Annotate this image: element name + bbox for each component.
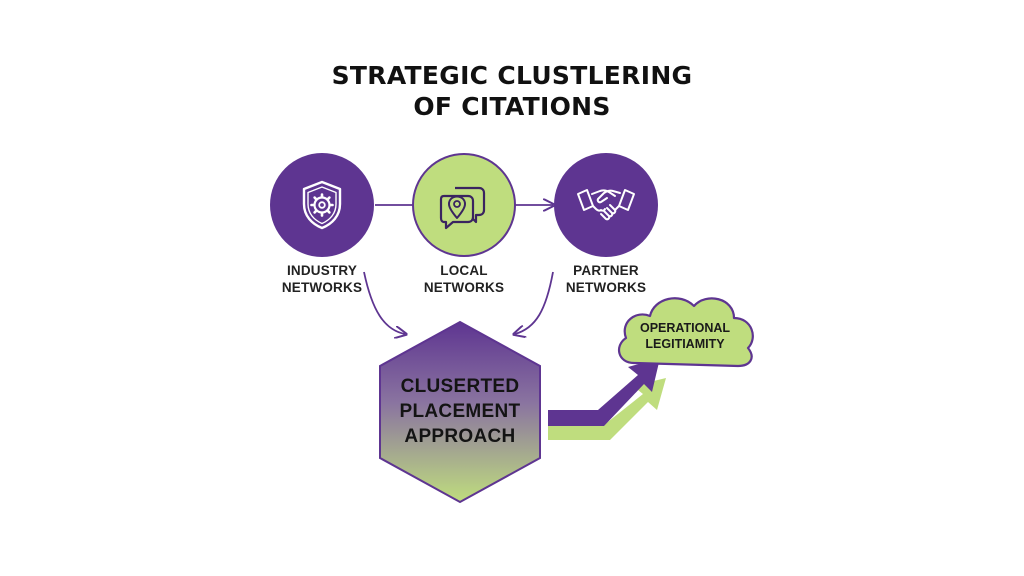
center-approach-text: CLUSERTED PLACEMENT APPROACH: [378, 374, 542, 449]
handshake-icon: [577, 189, 635, 221]
chat-location-icon: [439, 186, 486, 230]
center-line-2: PLACEMENT: [399, 401, 521, 422]
curved-arrow-partner-to-hex: [515, 271, 554, 334]
node-partner-networks: [554, 153, 658, 257]
shield-gear-icon: [302, 180, 342, 230]
center-line-3: APPROACH: [404, 426, 516, 447]
outcome-line-1: OPERATIONAL: [639, 321, 731, 335]
outcome-text: OPERATIONAL LEGITIAMITY: [622, 320, 748, 352]
center-hexagon: [379, 320, 541, 504]
curved-arrow-industry-to-hex: [363, 271, 405, 334]
label-partner-line-2: NETWORKS: [565, 280, 647, 295]
label-local-networks: LOCAL NETWORKS: [394, 262, 534, 296]
label-local-line-1: LOCAL: [440, 263, 488, 278]
label-partner-networks: PARTNER NETWORKS: [536, 262, 676, 296]
label-industry-line-1: INDUSTRY: [286, 263, 358, 278]
label-partner-line-1: PARTNER: [573, 263, 639, 278]
growth-arrow-shadow: [548, 378, 666, 440]
label-local-line-2: NETWORKS: [423, 280, 505, 295]
title-line-2: OF CITATIONS: [413, 92, 611, 121]
outcome-cloud: [617, 297, 754, 368]
growth-arrow: [548, 358, 660, 426]
diagram-title: STRATEGIC CLUSTLERING OF CITATIONS: [262, 60, 762, 122]
outcome-line-2: LEGITIAMITY: [645, 337, 725, 351]
node-industry-networks: [270, 153, 374, 257]
node-local-networks: [412, 153, 516, 257]
title-line-1: STRATEGIC CLUSTLERING: [331, 61, 693, 90]
center-line-1: CLUSERTED: [400, 376, 520, 397]
label-industry-line-2: NETWORKS: [281, 280, 363, 295]
label-industry-networks: INDUSTRY NETWORKS: [252, 262, 392, 296]
